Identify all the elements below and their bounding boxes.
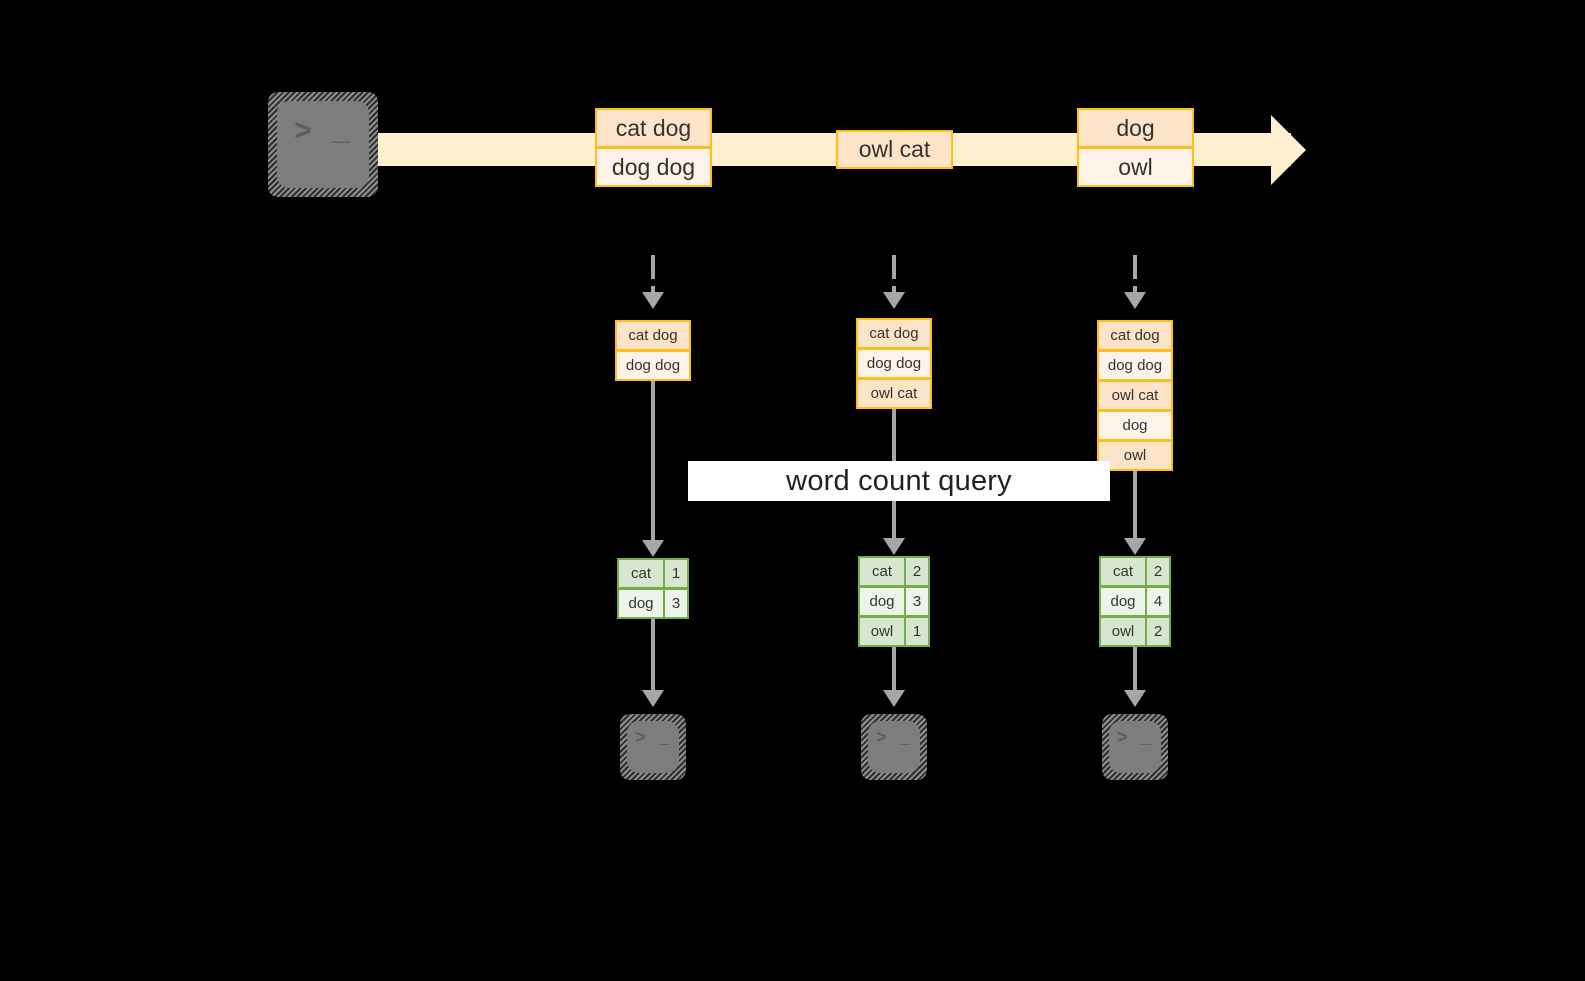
sink-arrowhead (883, 690, 905, 707)
snapshot-input-record: cat dog (1097, 320, 1173, 351)
stream-record: cat dog (595, 108, 712, 148)
snapshot-input-record: owl cat (856, 378, 932, 409)
sink-terminal-icon[interactable]: > _ (620, 714, 686, 780)
query-arrow-line (651, 381, 655, 545)
result-count-cell: 2 (1145, 616, 1171, 647)
snapshot-tap-arrow-line (651, 255, 655, 279)
terminal-face (627, 721, 679, 773)
snapshot-tap-arrow-line (1133, 255, 1137, 279)
result-word-cell: dog (1099, 586, 1147, 617)
result-word-cell: owl (1099, 616, 1147, 647)
stream-record: owl (1077, 147, 1194, 187)
sink-terminal-icon[interactable]: > _ (861, 714, 927, 780)
sink-terminal-icon[interactable]: > _ (1102, 714, 1168, 780)
stream-arrowhead (1271, 115, 1306, 185)
result-word-cell: dog (617, 588, 665, 619)
query-arrowhead (1124, 538, 1146, 555)
result-count-cell: 2 (1145, 556, 1171, 587)
result-word-cell: cat (617, 558, 665, 589)
snapshot-tap-arrow-line (892, 255, 896, 279)
query-arrowhead (883, 538, 905, 555)
query-label: word count query (688, 461, 1110, 501)
snapshot-tap-arrowhead (642, 292, 664, 309)
result-count-cell: 4 (1145, 586, 1171, 617)
snapshot-input-record: dog dog (856, 348, 932, 379)
snapshot-tap-arrow-line (1133, 286, 1137, 294)
sink-arrowhead (642, 690, 664, 707)
stream-record: dog (1077, 108, 1194, 148)
result-word-cell: cat (1099, 556, 1147, 587)
terminal-prompt-glyph: > _ (294, 116, 352, 150)
terminal-prompt-glyph: > _ (1117, 729, 1153, 749)
sink-arrow-line (651, 619, 655, 695)
result-count-cell: 3 (904, 586, 930, 617)
sink-arrowhead (1124, 690, 1146, 707)
snapshot-tap-arrow-line (651, 286, 655, 294)
query-arrow-line (1133, 471, 1137, 543)
terminal-prompt-glyph: > _ (635, 729, 671, 749)
result-count-cell: 1 (904, 616, 930, 647)
terminal-face (277, 101, 369, 188)
stream-record: owl cat (836, 130, 953, 169)
snapshot-input-record: cat dog (856, 318, 932, 349)
terminal-face (868, 721, 920, 773)
sink-arrow-line (1133, 647, 1137, 695)
snapshot-input-record: cat dog (615, 320, 691, 351)
snapshot-input-record: dog dog (615, 350, 691, 381)
snapshot-input-record: dog dog (1097, 350, 1173, 381)
source-terminal-icon[interactable]: > _ (268, 92, 378, 197)
result-word-cell: owl (858, 616, 906, 647)
snapshot-input-record: dog (1097, 410, 1173, 441)
snapshot-tap-arrow-line (892, 286, 896, 294)
snapshot-tap-arrowhead (883, 292, 905, 309)
result-word-cell: cat (858, 556, 906, 587)
terminal-prompt-glyph: > _ (876, 729, 912, 749)
snapshot-input-record: owl cat (1097, 380, 1173, 411)
snapshot-tap-arrowhead (1124, 292, 1146, 309)
result-count-cell: 2 (904, 556, 930, 587)
result-count-cell: 3 (663, 588, 689, 619)
result-word-cell: dog (858, 586, 906, 617)
stream-record: dog dog (595, 147, 712, 187)
query-arrowhead (642, 540, 664, 557)
result-count-cell: 1 (663, 558, 689, 589)
terminal-face (1109, 721, 1161, 773)
sink-arrow-line (892, 647, 896, 695)
